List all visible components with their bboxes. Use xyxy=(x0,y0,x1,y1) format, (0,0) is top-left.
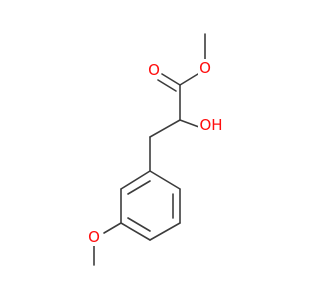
molecule-structure: O O OH O xyxy=(87,33,223,266)
bond-carbonyl-double-a xyxy=(161,73,181,86)
bond-alpha-c-ch2 xyxy=(149,119,181,138)
methoxy-oxygen-bg xyxy=(87,228,101,246)
ring-bond-4 xyxy=(120,222,151,241)
ring-inner-double-3 xyxy=(127,180,151,195)
hydroxyl-label: OH xyxy=(199,116,222,134)
ring-bond-3 xyxy=(149,222,181,241)
bond-ester-o-carbonyl-c xyxy=(179,73,199,86)
ring-bond-6 xyxy=(120,170,151,190)
ring-inner-double-2 xyxy=(127,217,151,232)
ester-oxygen-bg xyxy=(198,59,212,77)
hydroxyl-bg xyxy=(198,116,222,134)
bond-ring-methoxy-o xyxy=(103,222,122,234)
structure-canvas: O O OH O xyxy=(87,33,223,266)
bond-carbonyl-double-b xyxy=(157,79,177,92)
carbonyl-oxygen-bg xyxy=(147,61,161,79)
carbonyl-oxygen-label: O xyxy=(148,61,160,79)
bond-alpha-c-oh xyxy=(179,119,200,128)
methoxy-oxygen-label: O xyxy=(88,228,100,246)
ring-bond-1 xyxy=(149,170,181,190)
ester-oxygen-label: O xyxy=(199,59,211,77)
